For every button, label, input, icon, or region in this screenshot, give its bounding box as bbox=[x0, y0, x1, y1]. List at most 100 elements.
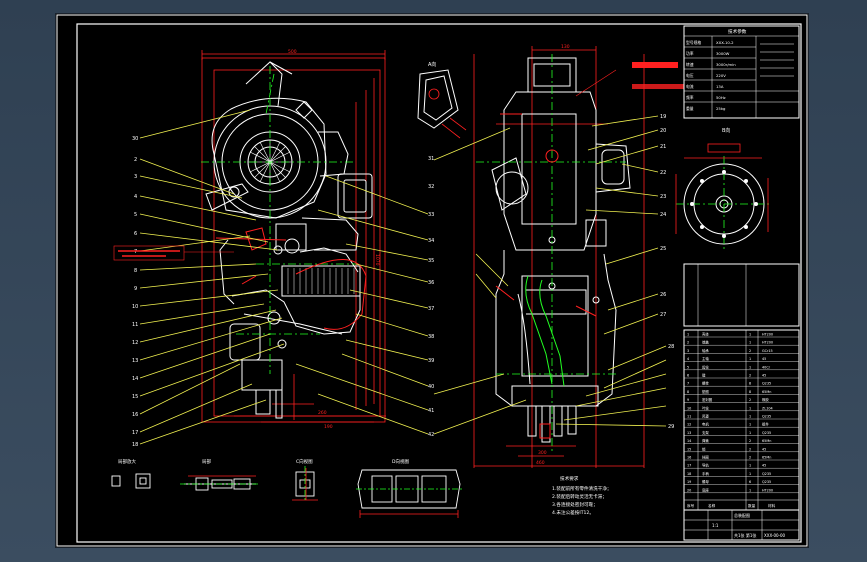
bom-cell: 5 bbox=[687, 365, 689, 369]
bom-cell: 3 bbox=[687, 349, 689, 353]
drawing-number: XXX-00-00 bbox=[764, 533, 786, 538]
bom-cell: Q235 bbox=[762, 415, 771, 419]
bom-cell: 4 bbox=[687, 357, 689, 361]
left-leaders bbox=[139, 109, 285, 445]
svg-text:460: 460 bbox=[536, 460, 545, 466]
bom-cell: 65Mn bbox=[762, 439, 771, 443]
bom-cell: Q235 bbox=[762, 431, 771, 435]
callout: 2 bbox=[134, 157, 137, 163]
left-callout-labels: 30 2 3 4 5 6 7 8 9 10 11 12 13 14 15 16 bbox=[132, 136, 138, 448]
bom-cell: 1 bbox=[749, 472, 751, 476]
bom-header: 数量 bbox=[748, 503, 756, 508]
callout: 20 bbox=[660, 128, 666, 134]
left-red-note bbox=[113, 245, 234, 261]
bom-cell: 16 bbox=[687, 456, 691, 460]
bom-cell: 17 bbox=[687, 464, 691, 468]
callout: 15 bbox=[132, 394, 138, 400]
assembly-drawing: 500 1070 260 190 bbox=[56, 14, 808, 547]
drawing-sheet-count: 共1张 第1张 bbox=[734, 532, 756, 538]
detail-view-b: B向 bbox=[675, 127, 772, 252]
bom-cell: 19 bbox=[687, 480, 691, 484]
view-a-label: A向 bbox=[428, 61, 436, 68]
bom-cell: 7 bbox=[687, 382, 689, 386]
svg-text:130: 130 bbox=[561, 44, 570, 50]
bom-cell: 2 bbox=[749, 374, 751, 378]
bom-cell: 销 bbox=[702, 446, 706, 451]
bom-cell: 壳体 bbox=[702, 332, 709, 337]
bom-cell: 8 bbox=[749, 382, 751, 386]
callout: 30 bbox=[132, 136, 138, 142]
svg-text:1070: 1070 bbox=[374, 254, 380, 266]
callout: 27 bbox=[660, 312, 666, 318]
bom-cell: 轴承 bbox=[702, 348, 709, 353]
param-value: 3000W bbox=[716, 51, 730, 56]
bom-cell: 1 bbox=[749, 333, 751, 337]
bom-cell: 1 bbox=[749, 464, 751, 468]
right-callout-labels: 19 20 21 22 23 24 25 26 27 28 29 bbox=[660, 114, 674, 430]
bom-cell: 1 bbox=[749, 423, 751, 427]
callout: 12 bbox=[132, 340, 138, 346]
technical-notes: 技术要求 1.装配前所有零件清洗干净； 2.装配后转动灵活无卡滞； 3.各连接处… bbox=[552, 475, 612, 516]
param-value: 13A bbox=[716, 84, 724, 89]
detail-label: 局部 bbox=[202, 458, 211, 465]
callout: 16 bbox=[132, 412, 138, 418]
fin-block bbox=[287, 268, 355, 294]
bom-cell: 弹簧 bbox=[702, 438, 709, 443]
bom-cell: HT200 bbox=[762, 341, 773, 345]
bom-cell: 密封圈 bbox=[702, 397, 713, 402]
bom-cell: 1 bbox=[749, 431, 751, 435]
bom-cell: 1 bbox=[749, 406, 751, 410]
svg-text:41: 41 bbox=[428, 408, 434, 414]
bottom-details: 局部放大 局部 C向视图 D向视图 bbox=[111, 458, 462, 518]
svg-text:38: 38 bbox=[428, 334, 434, 340]
callout: 11 bbox=[132, 322, 138, 328]
bom-cell: 6 bbox=[687, 374, 689, 378]
bom-cell: 橡胶 bbox=[762, 397, 769, 402]
callout: 3 bbox=[134, 174, 137, 180]
svg-text:260: 260 bbox=[318, 410, 327, 416]
callout: 14 bbox=[132, 376, 138, 382]
bom-cell: 10 bbox=[687, 406, 691, 410]
callout: 13 bbox=[132, 358, 138, 364]
bom-cell: 65Mn bbox=[762, 390, 771, 394]
parameter-table: 技术参数 型号规格 XXX-10-2 功率 3000W 转速 3000r/min… bbox=[683, 25, 800, 119]
middle-view: 130 460 300 bbox=[428, 44, 684, 468]
param-table-title: 技术参数 bbox=[728, 28, 747, 35]
callout: 23 bbox=[660, 194, 666, 200]
bom-cell: 主轴 bbox=[702, 356, 709, 361]
svg-text:34: 34 bbox=[428, 238, 434, 244]
callout: 17 bbox=[132, 430, 138, 436]
callout: 29 bbox=[668, 424, 674, 430]
bom-header: 材料 bbox=[768, 503, 776, 508]
bom-cell: 1 bbox=[749, 357, 751, 361]
inner-frame bbox=[76, 23, 802, 543]
param-value: 220V bbox=[716, 73, 726, 78]
svg-text:37: 37 bbox=[428, 306, 434, 312]
param-value: 25kg bbox=[716, 106, 726, 111]
callout: 18 bbox=[132, 442, 138, 448]
detail-view-a: A向 bbox=[417, 61, 467, 139]
svg-text:40: 40 bbox=[428, 384, 434, 390]
svg-text:190: 190 bbox=[324, 424, 333, 430]
param-key: 功率 bbox=[686, 51, 694, 56]
bom-cell: Q235 bbox=[762, 472, 771, 476]
bom-cell: 2 bbox=[749, 398, 751, 402]
bom-cell: 2 bbox=[749, 349, 751, 353]
svg-text:42: 42 bbox=[428, 432, 434, 438]
middle-red-note bbox=[575, 62, 684, 97]
callout: 10 bbox=[132, 304, 138, 310]
callout: 28 bbox=[668, 344, 674, 350]
svg-text:36: 36 bbox=[428, 280, 434, 286]
bom-cell: 9 bbox=[687, 398, 689, 402]
bom-cell: 1 bbox=[687, 333, 689, 337]
outer-border bbox=[56, 14, 808, 547]
callout: 7 bbox=[134, 249, 137, 255]
bom-cell: 18 bbox=[687, 472, 691, 476]
detail-label: C向视图 bbox=[296, 458, 313, 465]
callout: 8 bbox=[134, 268, 137, 274]
bom-cell: 1 bbox=[749, 365, 751, 369]
param-key: 频率 bbox=[686, 95, 694, 100]
param-value: 50Hz bbox=[716, 95, 726, 100]
